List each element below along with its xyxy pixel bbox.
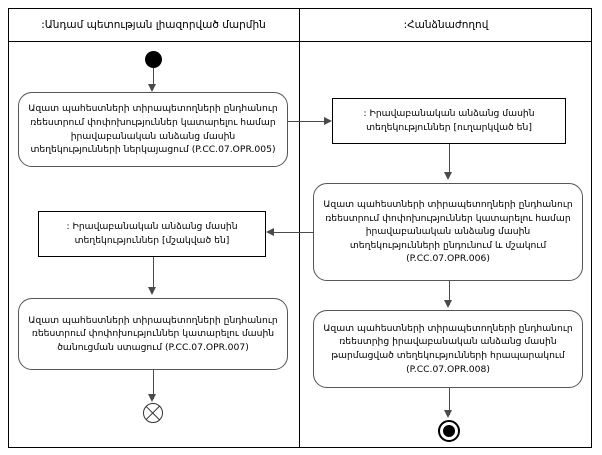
- arrowhead-action006-to-action008: [444, 300, 452, 308]
- initial-node: [145, 51, 162, 68]
- swimlane-title-left: :Անդամ պետության լիազորված մարմին: [41, 18, 266, 31]
- object-node-processed[interactable]: : Իրավաբանական անձանց մասին տեղեկություն…: [38, 211, 266, 257]
- arrowhead-action007-to-flow-final: [148, 394, 156, 402]
- edge-action007-to-flow-final: [152, 370, 154, 399]
- action-node-opr-007[interactable]: Ազատ պահեստների տիրապետողների ընդհանուր …: [18, 298, 288, 370]
- swimlane-header-rule: [8, 41, 592, 42]
- arrowhead-action005-to-object-sent: [324, 117, 332, 125]
- edge-initial-to-action005: [152, 68, 154, 88]
- arrowhead-action008-to-activity-final: [444, 410, 452, 418]
- edge-action006-to-object-processed: [272, 232, 314, 234]
- action-node-opr-005-label: Ազատ պահեստների տիրապետողների ընդհանուր …: [28, 103, 278, 156]
- action-node-opr-006[interactable]: Ազատ պահեստների տիրապետողների ընդհանուր …: [313, 183, 583, 281]
- arrowhead-object-sent-to-action006: [444, 172, 452, 180]
- arrowhead-action006-to-object-processed: [266, 228, 274, 236]
- object-node-sent-label: : Իրավաբանական անձանց մասին տեղեկություն…: [363, 108, 535, 133]
- activity-final-node: [438, 420, 460, 442]
- swimlane-divider: [299, 8, 300, 448]
- edge-action005-to-object-sent: [288, 121, 326, 123]
- flow-final-node: [143, 403, 163, 423]
- action-node-opr-007-label: Ազատ պահեստների տիրապետողների ընդհանուր …: [28, 314, 278, 353]
- swimlane-title-right: :Հանձնաժողով: [403, 18, 489, 31]
- edge-action008-to-activity-final: [448, 388, 450, 415]
- object-node-processed-label: : Իրավաբանական անձանց մասին տեղեկություն…: [66, 221, 238, 246]
- edge-action006-to-action008: [448, 281, 450, 305]
- arrowhead-object-processed-to-action007: [148, 287, 156, 295]
- action-node-opr-006-label: Ազատ պահեստների տիրապետողների ընդհանուր …: [323, 199, 573, 265]
- action-node-opr-005[interactable]: Ազատ պահեստների տիրապետողների ընդհանուր …: [18, 92, 288, 167]
- action-node-opr-008-label: Ազատ պահեստների տիրապետողների ընդհանուր …: [323, 322, 573, 375]
- edge-object-processed-to-action007: [152, 257, 154, 291]
- action-node-opr-008[interactable]: Ազատ պահեստների տիրապետողների ընդհանուր …: [313, 310, 583, 388]
- object-node-sent[interactable]: : Իրավաբանական անձանց մասին տեղեկություն…: [332, 98, 566, 144]
- arrowhead-initial-to-action005: [148, 84, 156, 92]
- edge-object-sent-to-action006: [448, 144, 450, 176]
